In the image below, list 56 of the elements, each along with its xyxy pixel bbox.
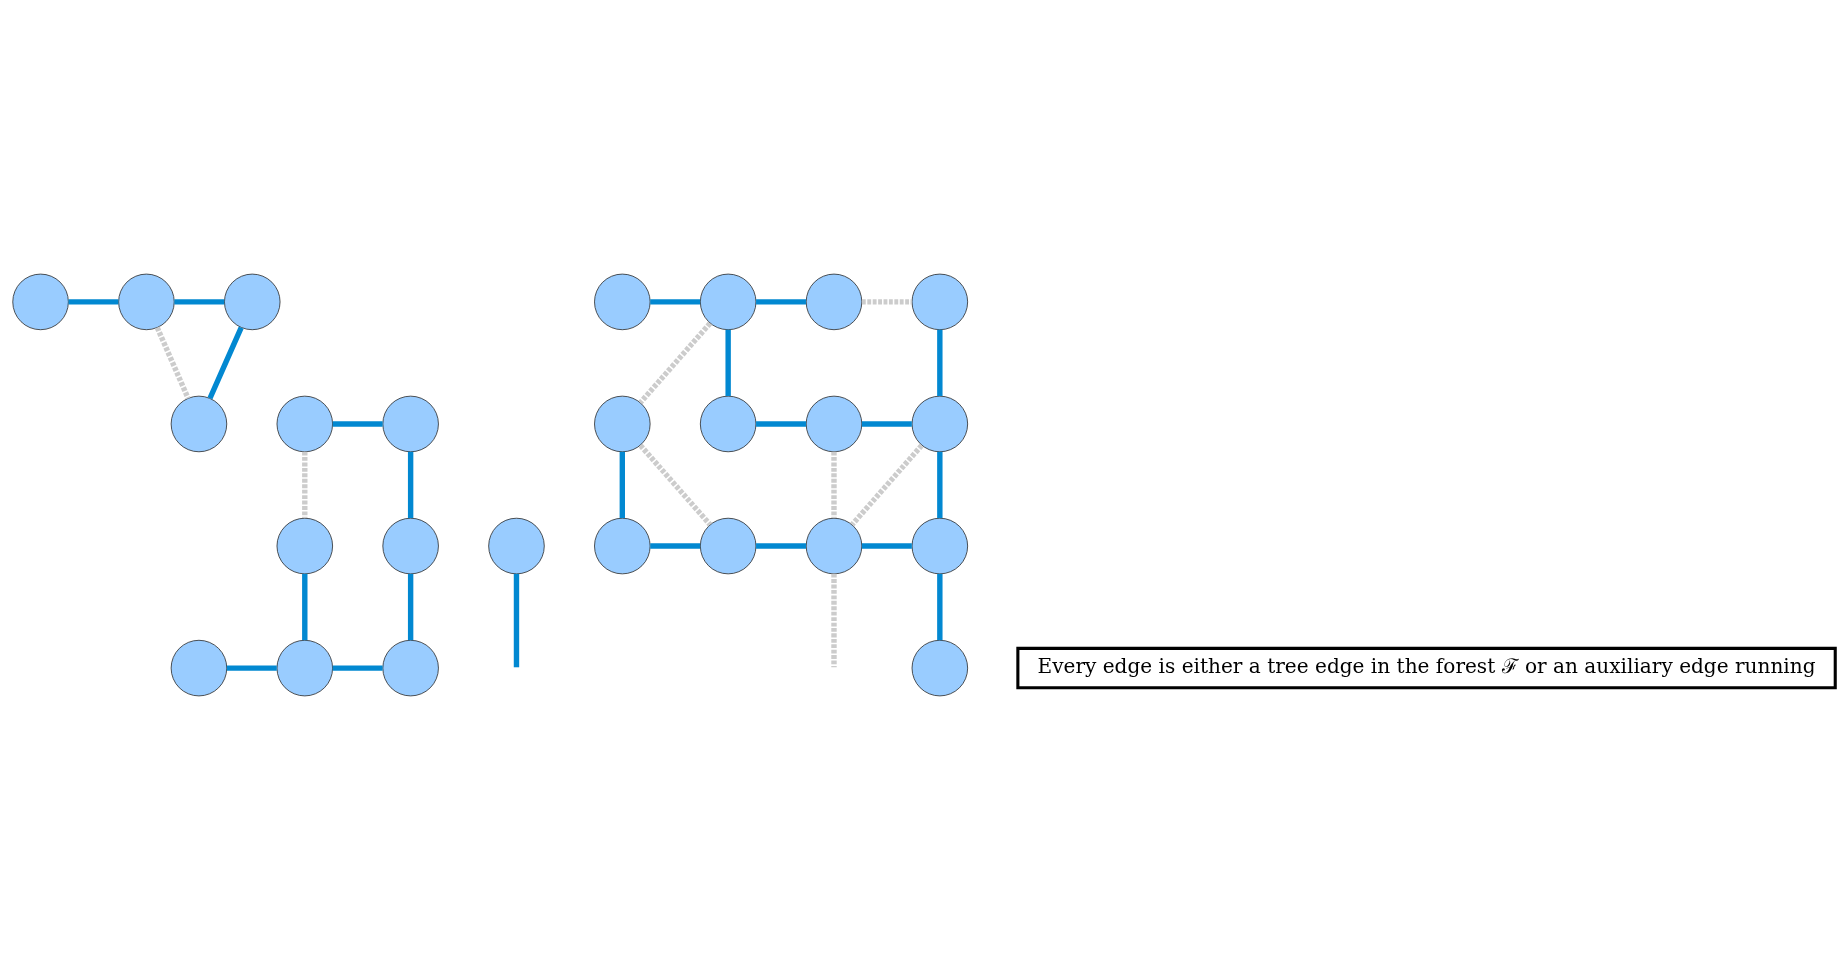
- connector: [154, 326, 191, 400]
- node-circle: [699, 273, 757, 331]
- connector: [861, 543, 912, 549]
- node-circle: [382, 517, 439, 575]
- node-circle: [488, 517, 545, 575]
- node-circle: [594, 395, 651, 453]
- node-circle: [805, 273, 863, 331]
- connector: [619, 451, 625, 519]
- node-circle: [382, 395, 439, 453]
- connector: [174, 299, 225, 305]
- connector: [513, 573, 520, 668]
- node-circle: [594, 517, 651, 575]
- node-box: Every edge is either a tree edge in the forest ℱ or an auxiliary edge running: [1016, 646, 1837, 690]
- connector: [332, 421, 383, 427]
- connector: [302, 451, 308, 519]
- connector: [861, 421, 912, 427]
- connector: [302, 573, 308, 641]
- connector: [725, 329, 731, 397]
- node-circle: [911, 273, 969, 331]
- node-circle: [594, 273, 651, 331]
- node-circle: [911, 639, 969, 697]
- connector: [756, 421, 806, 427]
- node-circle: [805, 395, 863, 453]
- node-circle: [382, 639, 439, 697]
- node-circle: [170, 639, 228, 697]
- connector: [650, 543, 701, 549]
- connector: [68, 299, 119, 305]
- connector: [831, 573, 837, 668]
- node-circle: [699, 395, 757, 453]
- connector: [226, 665, 277, 671]
- connector: [831, 451, 837, 519]
- connector: [850, 443, 924, 527]
- node-circle: [118, 273, 175, 331]
- node-circle: [276, 517, 333, 575]
- node-circle: [276, 639, 333, 697]
- connector: [756, 543, 806, 549]
- node-circle: [170, 395, 228, 453]
- connector: [937, 573, 943, 641]
- connector: [756, 299, 806, 305]
- connector: [638, 443, 713, 527]
- node-circle: [12, 273, 69, 331]
- connector: [937, 329, 943, 397]
- node-circle: [224, 273, 281, 331]
- connector: [638, 321, 712, 405]
- connector: [332, 665, 383, 671]
- node-circle: [699, 517, 757, 575]
- connector: [650, 299, 701, 305]
- node-circle: [805, 517, 863, 575]
- node-circle: [911, 517, 969, 575]
- node-circle: [911, 395, 969, 453]
- connector: [861, 299, 912, 305]
- connector: [207, 326, 244, 400]
- connector: [407, 573, 414, 641]
- connector: [407, 451, 414, 519]
- connector: [937, 451, 943, 519]
- node-circle: [276, 395, 333, 453]
